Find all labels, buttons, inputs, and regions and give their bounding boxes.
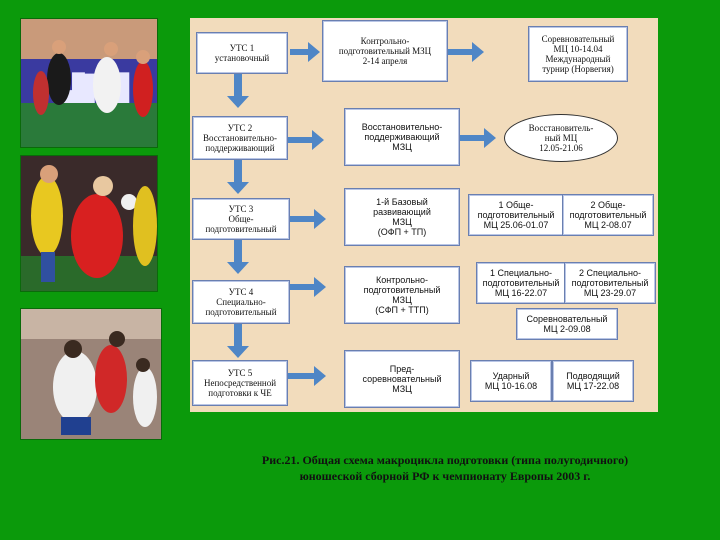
arrow-right-1 [290, 42, 320, 62]
arrow-right-6 [448, 42, 484, 62]
arrow-right-2 [288, 130, 324, 150]
stage-uts5: УТС 5 Непосредственной подготовки к ЧЕ [192, 360, 288, 406]
result-special-1: 1 Специально- подготовительный МЦ 16-22.… [476, 262, 566, 304]
result-shock: Ударный МЦ 10-16.08 [470, 360, 552, 402]
arrow-down-4 [227, 324, 249, 358]
stage-uts2: УТС 2 Восстановительно- поддерживающий [192, 116, 288, 160]
arrow-right-7 [460, 128, 496, 148]
handball-photo-2 [20, 155, 158, 292]
camp-precompetitive: Пред- соревновательный МЗЦ [344, 350, 460, 408]
arrow-right-3 [290, 209, 326, 229]
macrocycle-diagram: УТС 1 установочный УТС 2 Восстановительн… [190, 18, 658, 412]
arrow-right-5 [288, 366, 326, 386]
flow-arrows [227, 42, 496, 386]
result-general-1: 1 Обще- подготовительный МЦ 25.06-01.07 [468, 194, 564, 236]
result-competitive-2: Соревновательный МЦ 2-09.08 [516, 308, 618, 340]
handball-photo-3 [20, 308, 162, 440]
result-special-2: 2 Специально- подготовительный МЦ 23-29.… [564, 262, 656, 304]
caption-line-1: Рис.21. Общая схема макроцикла подготовк… [261, 453, 629, 467]
figure-caption: Рис.21. Общая схема макроцикла подготовк… [195, 452, 695, 484]
result-competitive-1: Соревновательный МЦ 10-14.04 Международн… [528, 26, 628, 82]
camp-control: Контрольно- подготовительный МЗЦ 2-14 ап… [322, 20, 448, 82]
handball-photo-1: ▟▌▜ [20, 18, 158, 148]
camp-control-2: Контрольно- подготовительный МЗЦ (СФП + … [344, 266, 460, 324]
camp-base: 1-й Базовый развивающий МЗЦ (ОФП + ТП) [344, 188, 460, 246]
arrow-down-3 [227, 240, 249, 274]
arrow-down-1 [227, 74, 249, 108]
result-recovery-ellipse: Восстановитель- ный МЦ 12.05-21.06 [504, 114, 618, 162]
camp-recovery: Восстановительно- поддерживающий МЗЦ [344, 108, 460, 166]
arrow-right-4 [290, 277, 326, 297]
caption-line-2: юношеской сборной РФ к чемпионату Европы… [299, 469, 591, 483]
result-lead-up: Подводящий МЦ 17-22.08 [552, 360, 634, 402]
arrow-down-2 [227, 160, 249, 194]
stage-uts3: УТС 3 Обще- подготовительный [192, 198, 290, 240]
result-general-2: 2 Обще- подготовительный МЦ 2-08.07 [562, 194, 654, 236]
stage-uts4: УТС 4 Специально- подготовительный [192, 280, 290, 324]
stage-uts1: УТС 1 установочный [196, 32, 288, 74]
